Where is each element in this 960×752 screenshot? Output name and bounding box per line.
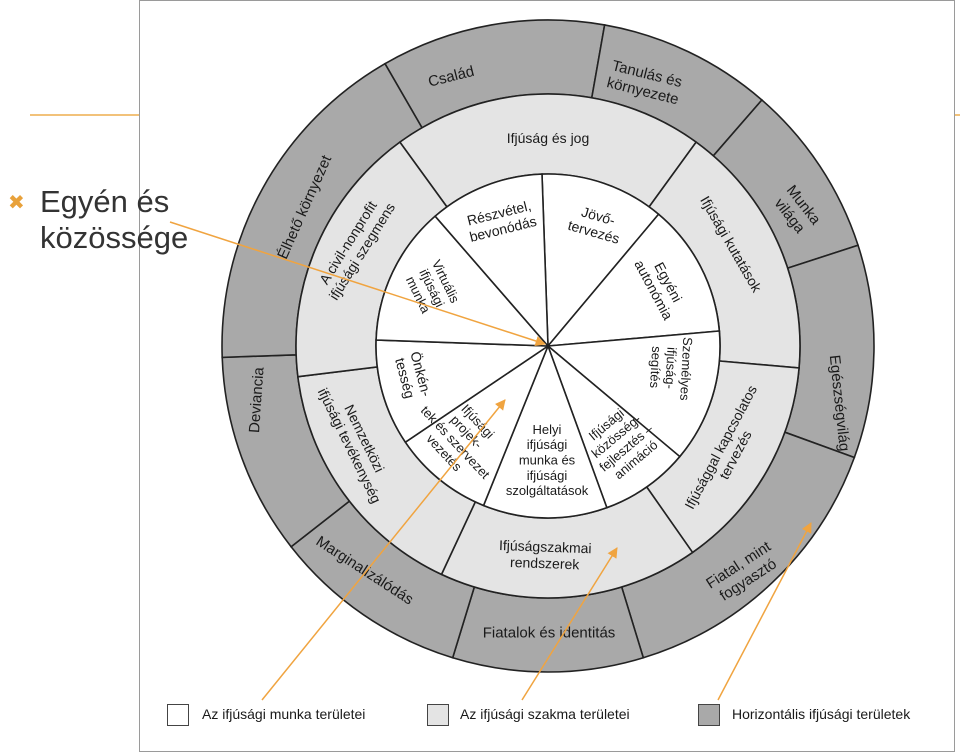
- arrow-to-middle-ring: [521, 547, 618, 701]
- middle-label-jog: Ifjúság és jog: [507, 130, 590, 146]
- inner-ring-segment-4: [546, 343, 681, 509]
- legend-label-work: Az ifjúsági munka területei: [202, 706, 366, 722]
- inner-ring-segment-5: [482, 343, 608, 519]
- arrow-to-inner-ring: [261, 399, 506, 701]
- outer-label-identitas: Fiatalok és identitás: [483, 624, 616, 641]
- inner-ring-segment-3: [546, 330, 721, 458]
- arrow-to-outer-ring: [717, 522, 812, 701]
- arrow-to-center: [169, 221, 546, 347]
- legend-swatch-profession: [427, 704, 449, 726]
- pointer-arrows: [169, 221, 812, 701]
- inner-label-szemelyes: Személyesifjúság-segítés: [646, 335, 695, 401]
- outer-ring: [221, 19, 875, 673]
- middle-label-rendszerek: Ifjúságszakmairendszerek: [498, 537, 592, 573]
- inner-ring-segment-1: [541, 173, 660, 349]
- inner-ring-segment-8: [375, 215, 550, 347]
- outer-label-deviancia: Deviancia: [246, 366, 268, 434]
- bullet-text-line-2: közössége: [40, 220, 189, 255]
- inner-ring-segment-9: [434, 173, 549, 349]
- inner-ring-segment-7: [375, 339, 551, 444]
- x-bullet-icon: ✖: [8, 190, 25, 214]
- inner-ring: [375, 173, 721, 519]
- middle-ring: [295, 93, 801, 599]
- legend-label-profession: Az ifjúsági szakma területei: [460, 706, 630, 722]
- inner-ring-segment-2: [546, 213, 721, 347]
- bullet-text: Egyén és közössége: [40, 184, 188, 256]
- legend-label-horizontal: Horizontális ifjúsági területek: [732, 706, 911, 722]
- bullet-text-line-1: Egyén és: [40, 184, 170, 219]
- legend-swatch-horizontal: [698, 704, 720, 726]
- legend-swatch-work: [167, 704, 189, 726]
